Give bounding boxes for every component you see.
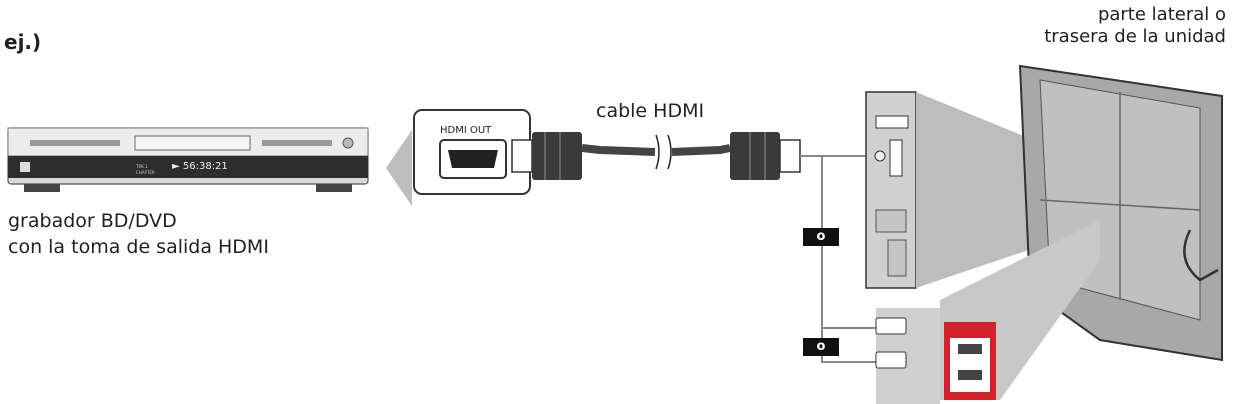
zoom-pointer bbox=[386, 130, 412, 206]
device-caption: grabador BD/DVD con la toma de salida HD… bbox=[8, 208, 269, 260]
tv-side-caption-line2: trasera de la unidad bbox=[1044, 26, 1226, 47]
bd-dvd-recorder: TRK 1 CHAPTER bbox=[7, 127, 369, 192]
svg-text:TRK 1: TRK 1 bbox=[135, 164, 148, 169]
or-badge-upper: o bbox=[803, 228, 839, 246]
device-caption-line2: con la toma de salida HDMI bbox=[8, 236, 269, 258]
device-caption-line1: grabador BD/DVD bbox=[8, 210, 177, 232]
player-display: ► 56:38:21 bbox=[172, 161, 228, 172]
tv-side-caption: parte lateral o trasera de la unidad bbox=[1044, 4, 1226, 48]
svg-text:CHAPTER: CHAPTER bbox=[136, 170, 155, 175]
example-label: ej.) bbox=[4, 30, 42, 54]
cable-label: cable HDMI bbox=[596, 100, 705, 122]
tv-side-caption-line1: parte lateral o bbox=[1097, 4, 1226, 25]
hdmi-cable bbox=[511, 132, 801, 180]
hdmi-out-port-label: HDMI OUT bbox=[440, 125, 492, 136]
tv-rear-panel bbox=[875, 220, 1100, 404]
or-badge-lower: o bbox=[803, 338, 839, 356]
